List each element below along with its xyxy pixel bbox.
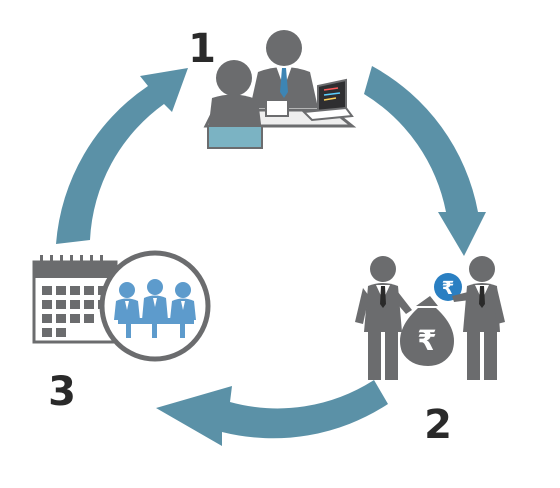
team-meeting-circle <box>99 250 211 362</box>
step-1-number: 1 <box>188 26 216 72</box>
arrow-step1-to-step2 <box>364 66 486 256</box>
meeting-with-laptop-icon <box>203 30 357 149</box>
arrow-step3-to-step1 <box>56 68 188 244</box>
chair <box>207 125 263 149</box>
step-3-number: 3 <box>48 369 76 415</box>
cycle-arrows <box>56 66 486 446</box>
arrow-step2-to-step3 <box>156 380 388 446</box>
standing-man-figure <box>250 30 318 108</box>
document-paper <box>265 99 289 117</box>
rupee-payment-icon: ₹ ₹ <box>355 256 505 380</box>
rupee-badge-symbol: ₹ <box>442 278 455 299</box>
rupee-coin-badge: ₹ <box>434 273 462 301</box>
step-2-number: 2 <box>424 402 452 448</box>
money-bag-rupee-symbol: ₹ <box>417 324 436 357</box>
laptop-icon <box>301 78 354 122</box>
calendar-team-meeting-icon <box>32 250 211 362</box>
left-businessman-figure <box>355 256 412 380</box>
money-bag-icon: ₹ <box>400 296 454 366</box>
seated-person-figure <box>208 60 262 132</box>
right-businessman-figure <box>452 256 505 380</box>
